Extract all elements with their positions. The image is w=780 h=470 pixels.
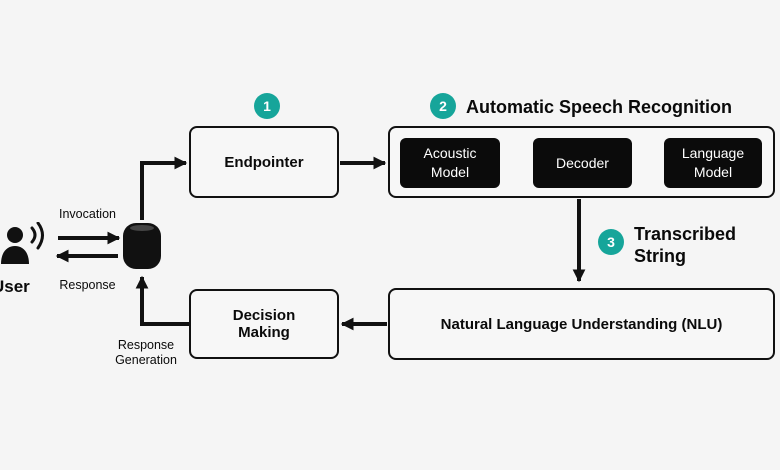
endpointer-box: Endpointer [189,126,339,198]
user-speaking-icon [1,222,44,264]
acoustic-model-box: Acoustic Model [400,138,500,188]
step-badge-2: 2 [430,93,456,119]
transcribed-string-label: Transcribed String [634,224,737,266]
decision-to-speaker-arrow [135,275,190,326]
decoder-box: Decoder [533,138,632,188]
step-badge-1: 1 [254,93,280,119]
user-label: User [0,277,30,296]
decision-making-box: Decision Making [189,289,339,359]
response-generation-label: Response Generation [115,338,177,367]
invocation-label: Invocation [59,207,116,221]
nlu-box: Natural Language Understanding (NLU) [388,288,775,360]
step-badge-3: 3 [598,229,624,255]
asr-title: Automatic Speech Recognition [466,97,733,117]
speaker-to-endpointer-arrow [140,156,188,220]
language-model-box: Language Model [664,138,762,188]
response-label: Response [59,278,116,292]
smart-speaker-icon [123,223,161,269]
